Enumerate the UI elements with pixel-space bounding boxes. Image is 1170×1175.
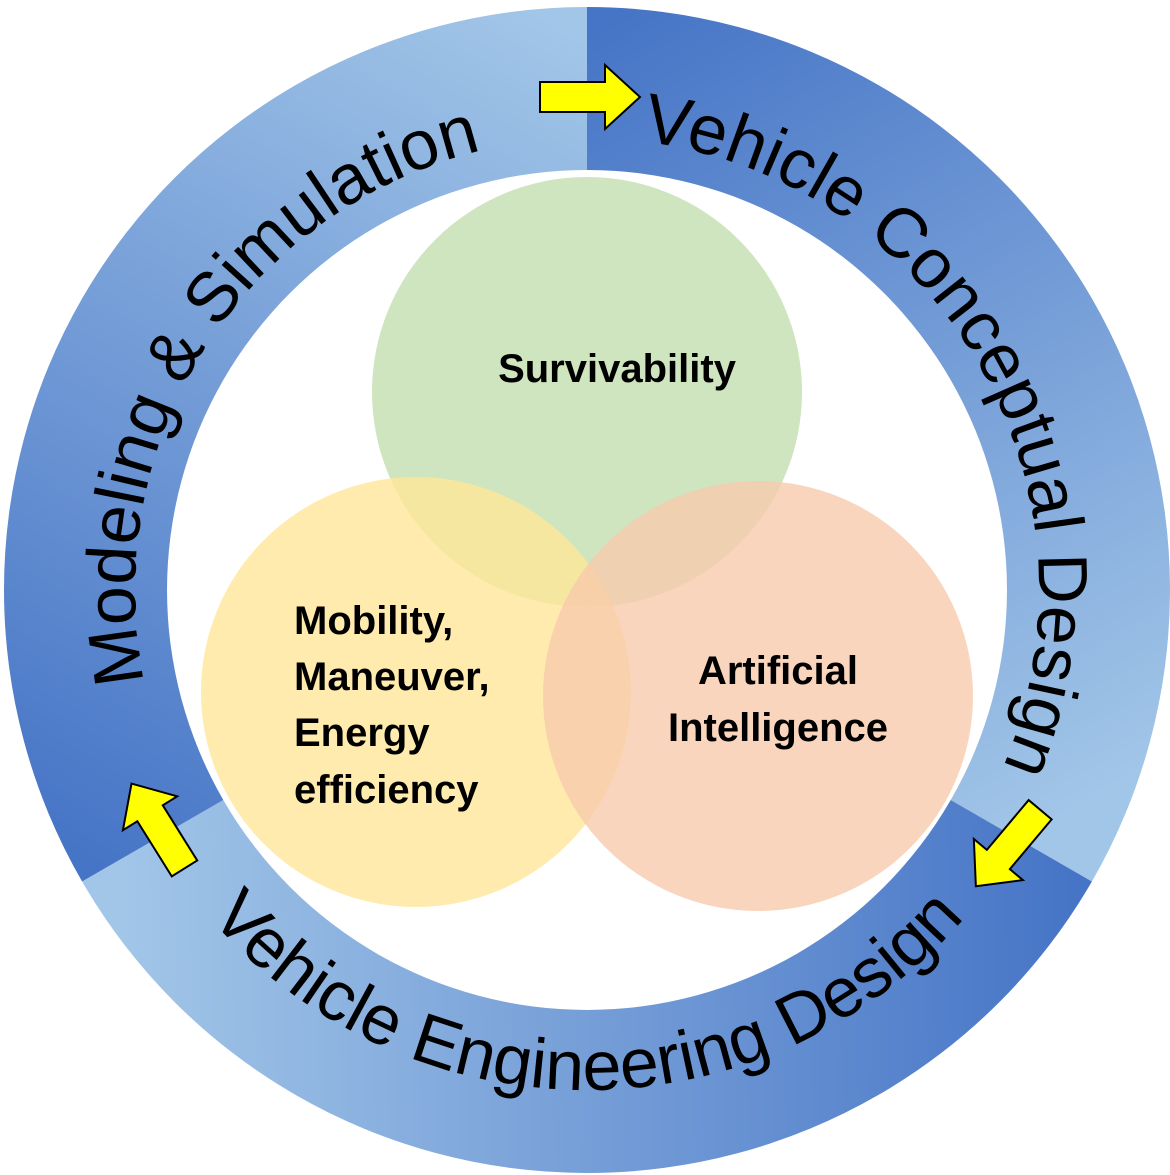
label-ai-1: Artificial [698, 649, 858, 693]
label-mobility-3: Energy [294, 711, 430, 755]
label-ai-2: Intelligence [668, 706, 888, 750]
arrow-icon [972, 798, 1054, 888]
ring-segment-conceptual [587, 7, 1170, 882]
label-mobility-1: Mobility, [294, 599, 453, 643]
arrow-icon [121, 782, 199, 878]
label-survivability: Survivability [498, 347, 737, 391]
ring-segment-modeling [3, 7, 587, 882]
ring-segment-engineering [82, 800, 1092, 1174]
label-mobility-4: efficiency [294, 768, 479, 812]
arrow-icon [539, 62, 642, 132]
label-mobility-2: Maneuver, [294, 655, 490, 699]
circle-mobility [201, 477, 631, 907]
circle-ai [543, 481, 973, 911]
